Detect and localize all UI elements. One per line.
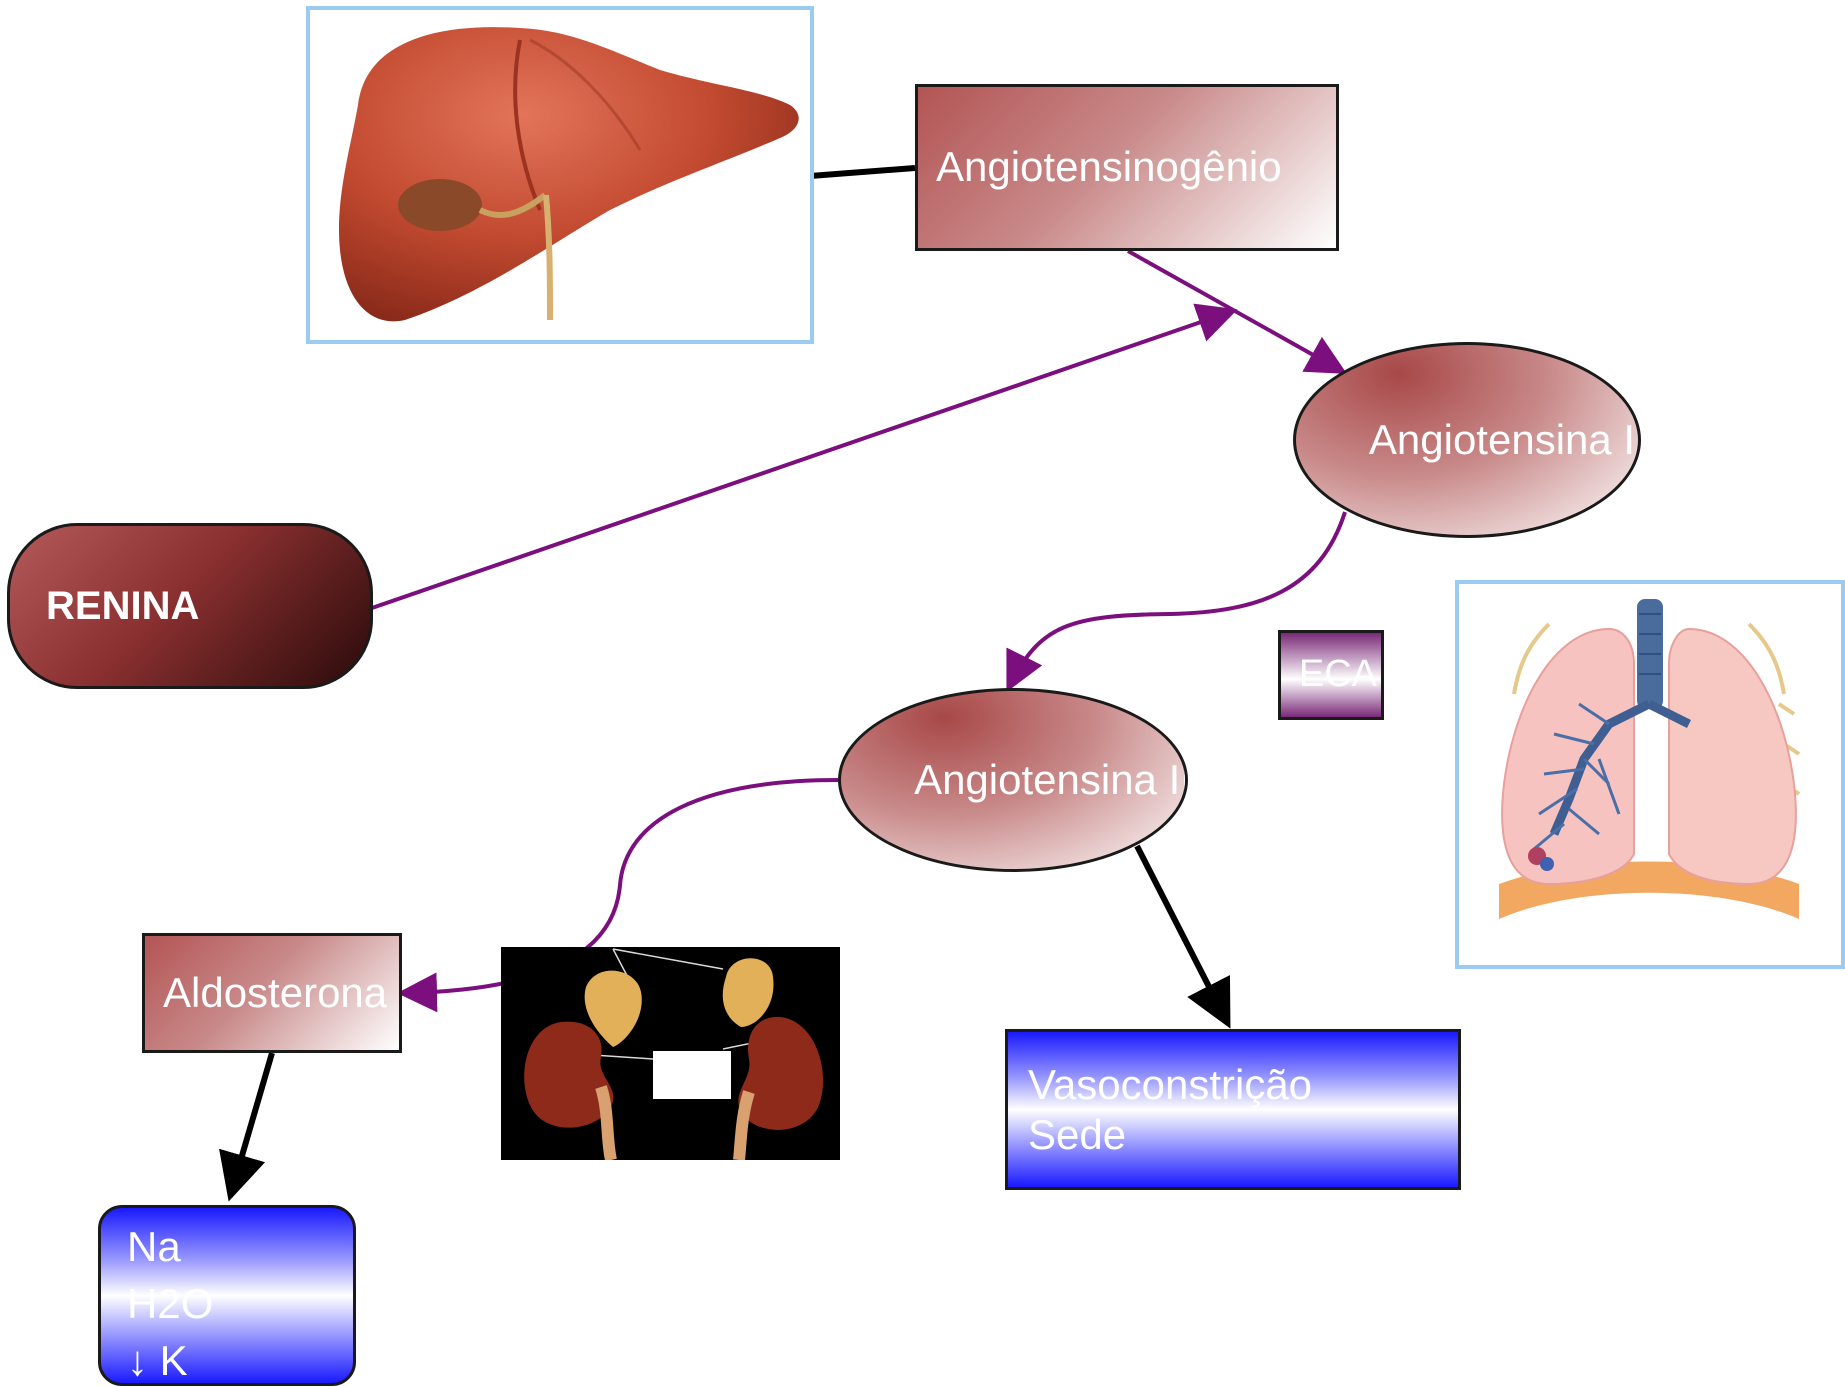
arrow-aldosterona-to-resultado	[232, 1053, 272, 1190]
liver-connector-line	[810, 168, 915, 176]
angiotensina-ii-label: Angiotensina II	[914, 755, 1188, 805]
lungs-icon	[1459, 584, 1841, 965]
angiotensinogenio-node: Angiotensinogênio	[915, 84, 1339, 251]
resultado-na-label: Na	[127, 1218, 353, 1275]
efeitos-node: Vasoconstrição Sede	[1005, 1029, 1461, 1190]
liver-image-frame	[306, 6, 814, 344]
efeito-vasoconstricao-label: Vasoconstrição	[1028, 1060, 1438, 1110]
renina-node: RENINA	[7, 523, 373, 689]
angiotensina-i-label: Angiotensina I	[1369, 415, 1635, 465]
aldosterona-node: Aldosterona	[142, 933, 402, 1053]
liver-icon	[310, 10, 810, 340]
aldosterona-label: Aldosterona	[163, 968, 387, 1018]
resultado-node: Na H2O ↓ K	[98, 1205, 356, 1386]
resultado-h2o-label: H2O	[127, 1275, 353, 1332]
angiotensina-i-node: Angiotensina I	[1293, 342, 1641, 538]
renina-label: RENINA	[46, 584, 199, 629]
eca-label: ECA	[1299, 652, 1377, 698]
arrow-angiotensinogenio-to-angiotensina-i	[1128, 251, 1340, 370]
efeito-sede-label: Sede	[1028, 1110, 1438, 1160]
angiotensina-ii-node: Angiotensina II	[838, 688, 1188, 872]
arrow-angiotensina-ii-to-vasoconstricao	[1137, 846, 1225, 1018]
eca-node: ECA	[1278, 630, 1384, 720]
resultado-k-label: ↓ K	[127, 1332, 353, 1386]
kidneys-icon	[501, 947, 840, 1160]
kidneys-image-frame	[501, 947, 840, 1160]
lungs-image-frame	[1455, 580, 1845, 969]
angiotensinogenio-label: Angiotensinogênio	[936, 142, 1282, 192]
arrow-renina-to-conversion	[372, 312, 1230, 608]
